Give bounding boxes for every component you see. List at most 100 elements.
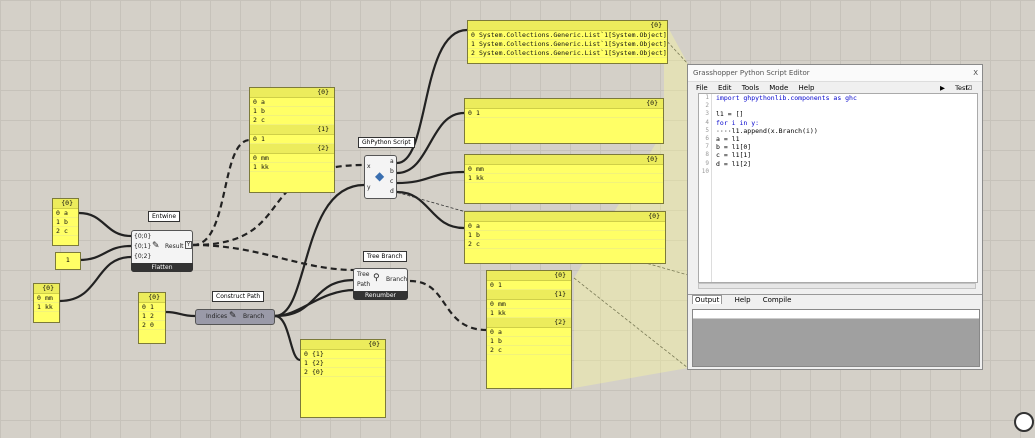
menu-mode[interactable]: Mode xyxy=(769,84,789,92)
construct-path-output-branch[interactable]: Branch xyxy=(243,313,265,320)
output-console[interactable] xyxy=(692,309,980,367)
tree-branch-label: Tree Branch xyxy=(363,251,407,262)
panel-header: {1} xyxy=(250,125,334,135)
python-icon: ◆ xyxy=(375,169,385,183)
tab-compile[interactable]: Compile xyxy=(762,296,792,304)
panel-row: 1{2} xyxy=(301,359,385,368)
output-pane: Output Help Compile xyxy=(688,294,982,370)
menu-edit[interactable]: Edit xyxy=(717,84,732,92)
code-line: ····l1.append(x.Branch(i)) xyxy=(716,126,818,135)
number-value: 1 xyxy=(65,256,71,264)
code-line: c = l1[1] xyxy=(716,151,752,160)
menu-tools[interactable]: Tools xyxy=(741,84,759,92)
horizontal-scrollbar[interactable] xyxy=(698,283,976,289)
entwine-output[interactable]: Result xyxy=(165,243,184,250)
entwine-input-0[interactable]: {0;0} xyxy=(134,233,152,240)
checkbox-icon: ☑ xyxy=(966,84,972,92)
panel-header: {2} xyxy=(250,144,334,154)
close-button[interactable]: X xyxy=(973,69,978,77)
construct-path-component[interactable]: Indices ✎ Branch xyxy=(195,309,275,325)
panel-header: {1} xyxy=(487,290,571,300)
menu-help[interactable]: Help xyxy=(798,84,815,92)
tree-branch-output[interactable]: Branch xyxy=(386,276,408,283)
menu-file[interactable]: File xyxy=(696,84,708,92)
ghpython-label: GhPython Script xyxy=(358,137,415,148)
panel-header: {0} xyxy=(34,284,59,294)
panel-header: {0} xyxy=(53,199,78,209)
test-button[interactable]: ▶ Test xyxy=(940,84,968,92)
panel-row: 0{1} xyxy=(301,350,385,359)
flatten-icon: Y xyxy=(185,241,193,249)
tab-help[interactable]: Help xyxy=(734,296,751,304)
ghpython-output-d[interactable]: d xyxy=(390,188,394,195)
panel-row: 2{0} xyxy=(301,368,385,377)
code-line: import ghpythonlib.components as ghc xyxy=(716,94,857,102)
code-line: for i in y: xyxy=(716,118,760,127)
editor-title: Grasshopper Python Script Editor xyxy=(693,69,810,77)
panel-header: {2} xyxy=(487,318,571,328)
panel-header: {0} xyxy=(468,21,667,31)
panel-header: {0} xyxy=(139,293,165,303)
entwine-icon: ✎ xyxy=(152,241,160,251)
ghpython-component[interactable]: x y ◆ a b c d xyxy=(364,155,397,199)
tree-branch-component[interactable]: Tree Path ⚲ Branch Renumber xyxy=(353,268,408,300)
tree-branch-input-path[interactable]: Path xyxy=(357,281,371,288)
navigation-compass-icon[interactable] xyxy=(1014,412,1034,432)
python-script-editor-window[interactable]: Grasshopper Python Script Editor X File … xyxy=(687,64,983,370)
ghpython-output-a[interactable]: a xyxy=(390,158,394,165)
panel-construct-path-output[interactable]: {0} 0{1} 1{2} 2{0} xyxy=(300,339,386,418)
code-line: a = l1 xyxy=(716,134,740,143)
output-console-strip xyxy=(693,310,979,319)
entwine-label: Entwine xyxy=(148,211,181,222)
ghpython-output-c[interactable]: c xyxy=(390,178,394,185)
panel-header: {0} xyxy=(465,212,665,222)
code-line: d = l1[2] xyxy=(716,159,752,168)
entwine-input-1[interactable]: {0;1} xyxy=(134,243,152,250)
ghpython-input-y[interactable]: y xyxy=(367,184,371,191)
entwine-component[interactable]: {0;0} {0;1} {0;2} ✎ Result Y Flatten xyxy=(131,230,193,272)
panel-input-number[interactable]: 1 xyxy=(55,252,81,270)
tab-output[interactable]: Output xyxy=(692,295,723,304)
ghpython-input-x[interactable]: x xyxy=(367,163,371,170)
construct-path-input-indices[interactable]: Indices xyxy=(206,313,228,320)
tree-branch-footer: Renumber xyxy=(353,291,408,300)
code-line xyxy=(716,102,857,110)
entwine-input-2[interactable]: {0;2} xyxy=(134,253,152,260)
panel-header: {0} xyxy=(301,340,385,350)
panel-header: {0} xyxy=(487,271,571,281)
code-text[interactable]: import ghpythonlib.components as ghc l1 … xyxy=(716,94,857,176)
tree-branch-input-tree[interactable]: Tree xyxy=(357,271,370,278)
ghpython-output-b[interactable]: b xyxy=(390,168,394,175)
